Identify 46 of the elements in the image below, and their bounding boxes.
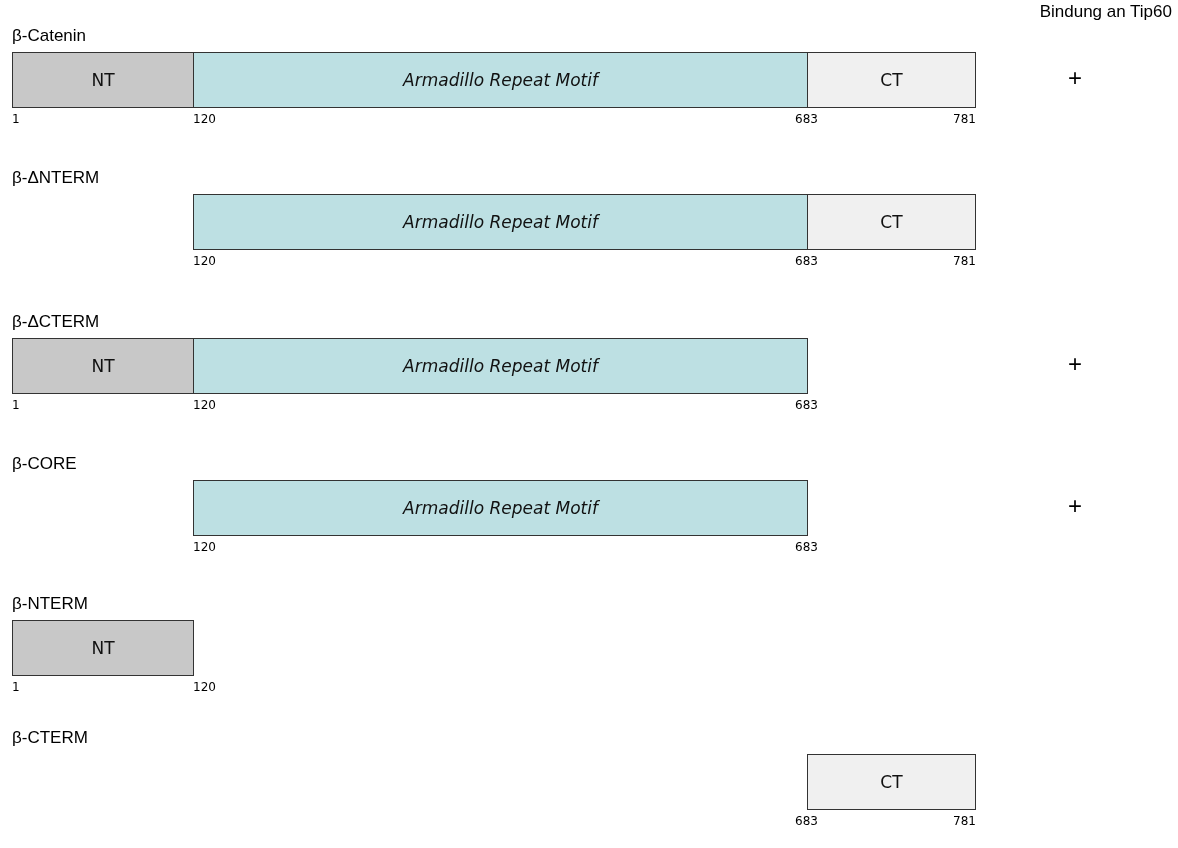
residue-number: 1 [12,112,20,126]
c-terminal-domain [807,754,976,810]
domain-label: CT [880,772,903,792]
domain-label: NT [91,70,115,90]
armadillo-repeat-domain [193,52,808,108]
armadillo-repeat-domain [193,480,808,536]
residue-number: 120 [193,540,216,554]
n-terminal-domain [12,338,194,394]
domain-label: Armadillo Repeat Motif [403,498,598,518]
residue-number: 781 [953,814,976,828]
domain-label: NT [91,638,115,658]
domain-label: CT [880,70,903,90]
construct-name: β-CTERM [12,728,88,748]
residue-number: 683 [795,254,818,268]
residue-number: 781 [953,112,976,126]
construct-name: β-ΔCTERM [12,312,100,332]
residue-number: 683 [795,814,818,828]
residue-number: 120 [193,680,216,694]
binding-result: + [1068,492,1082,520]
n-terminal-domain [12,620,194,676]
armadillo-repeat-domain [193,338,808,394]
domain-label: CT [880,212,903,232]
domain-label: Armadillo Repeat Motif [403,356,598,376]
c-terminal-domain [807,194,976,250]
construct-name: β-ΔNTERM [12,168,100,188]
binding-result: + [1068,64,1082,92]
domain-label: NT [91,356,115,376]
residue-number: 120 [193,398,216,412]
domain-label: Armadillo Repeat Motif [403,212,598,232]
residue-number: 1 [12,398,20,412]
binding-result: + [1068,350,1082,378]
residue-number: 120 [193,254,216,268]
armadillo-repeat-domain [193,194,808,250]
column-heading: Bindung an Tip60 [1039,2,1172,22]
residue-number: 120 [193,112,216,126]
residue-number: 683 [795,398,818,412]
construct-name: β-NTERM [12,594,88,614]
residue-number: 683 [795,112,818,126]
domain-label: Armadillo Repeat Motif [403,70,598,90]
n-terminal-domain [12,52,194,108]
residue-number: 683 [795,540,818,554]
c-terminal-domain [807,52,976,108]
residue-number: 1 [12,680,20,694]
construct-name: β-CORE [12,454,77,474]
construct-name: β-Catenin [12,26,87,46]
residue-number: 781 [953,254,976,268]
